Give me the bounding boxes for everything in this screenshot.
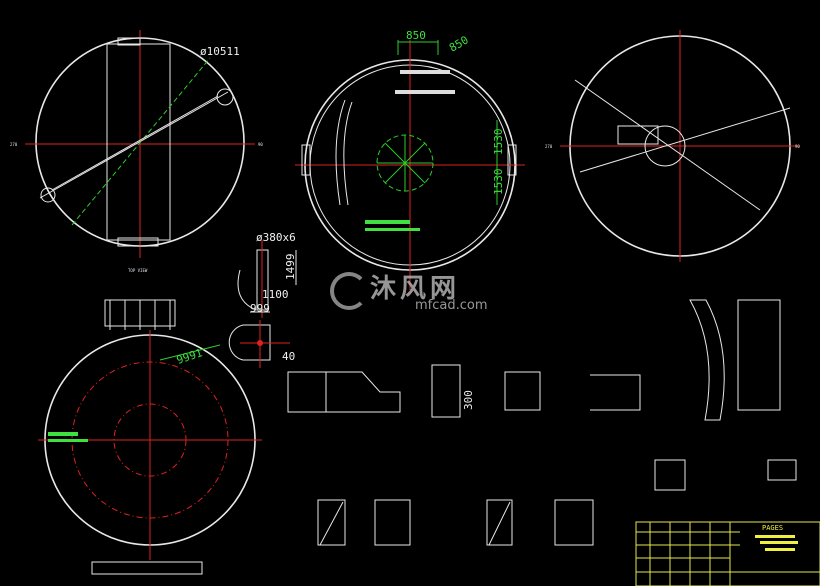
pipe-section-detail: ø380x6 1499 1100 999 40 (228, 231, 297, 368)
dimension-label: 850 (406, 29, 426, 42)
title-block: PAGES (635, 521, 820, 586)
dimension-label: 1530 (492, 169, 505, 196)
dimension-label: ø10511 (200, 45, 240, 58)
plan-view-top-left: ø10511 270 90 TOP VIEW (10, 30, 263, 273)
svg-text:270: 270 (545, 144, 553, 149)
dimension-label: 300 (462, 390, 475, 410)
plan-view-top-center: 850 850 1530 1530 (295, 29, 525, 290)
dimension-label: 850 (447, 33, 471, 54)
dimension-label: 9991 (175, 346, 204, 367)
plan-view-top-right: 270 90 (545, 30, 800, 262)
svg-text:270: 270 (10, 142, 18, 147)
dimension-label: 1530 (492, 129, 505, 156)
title-block-heading: PAGES (762, 524, 783, 532)
dimension-label: 40 (282, 350, 295, 363)
dimension-label: 1100 (262, 288, 289, 301)
dimension-label: 999 (250, 302, 270, 315)
svg-text:90: 90 (795, 144, 800, 149)
svg-text:TOP VIEW: TOP VIEW (128, 268, 148, 273)
svg-text:90: 90 (258, 142, 263, 147)
dimension-label: ø380x6 (256, 231, 296, 244)
detail-views: 300 (287, 299, 797, 546)
plan-view-bottom-left: 9991 (38, 299, 262, 575)
dimension-label: 1499 (284, 254, 297, 281)
